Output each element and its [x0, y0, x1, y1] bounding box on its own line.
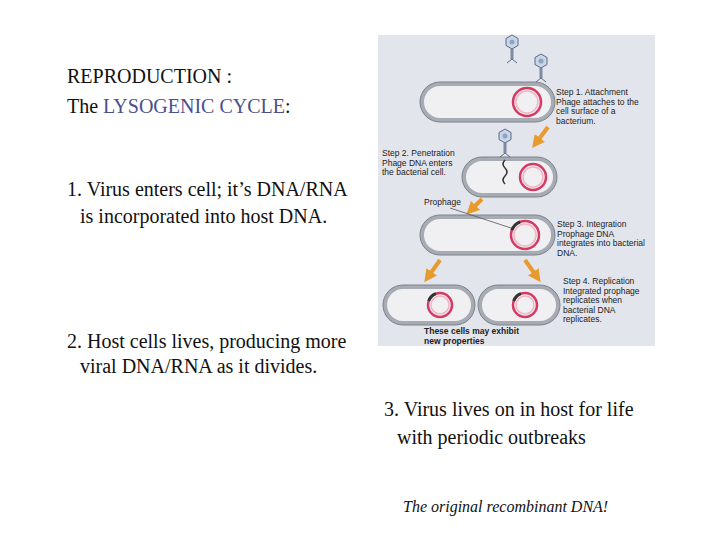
step-text: Step 1. Attachment Phage attaches to the… [556, 88, 651, 126]
footnote: The original recombinant DNA! [403, 497, 608, 517]
step-description: 1. Virus enters cell; it’s DNA/RNA is in… [67, 176, 357, 230]
subtitle-line: TheLYSOGENIC CYCLE: [67, 94, 291, 118]
step-text: Step 4. Replication Integrated prophage … [563, 277, 653, 325]
step-description: 2. Host cells lives, producing more vira… [67, 329, 357, 379]
step-text: These cells may exhibit new properties [424, 327, 536, 346]
figure-panel: Step 1. Attachment Phage attaches to the… [378, 35, 655, 346]
subtitle-text: LYSOGENIC CYCLE [103, 95, 285, 117]
subtitle-text: : [285, 95, 291, 117]
step-text: Step 2. Penetration Phage DNA enters the… [382, 149, 466, 178]
slide-title: REPRODUCTION : [67, 64, 232, 88]
part-label: Prophage [424, 198, 484, 208]
subtitle-text: The [67, 95, 98, 117]
step-text: Step 3. Integration Prophage DNA integra… [557, 220, 649, 258]
step-description: 3. Virus lives on in host for life with … [384, 395, 674, 451]
